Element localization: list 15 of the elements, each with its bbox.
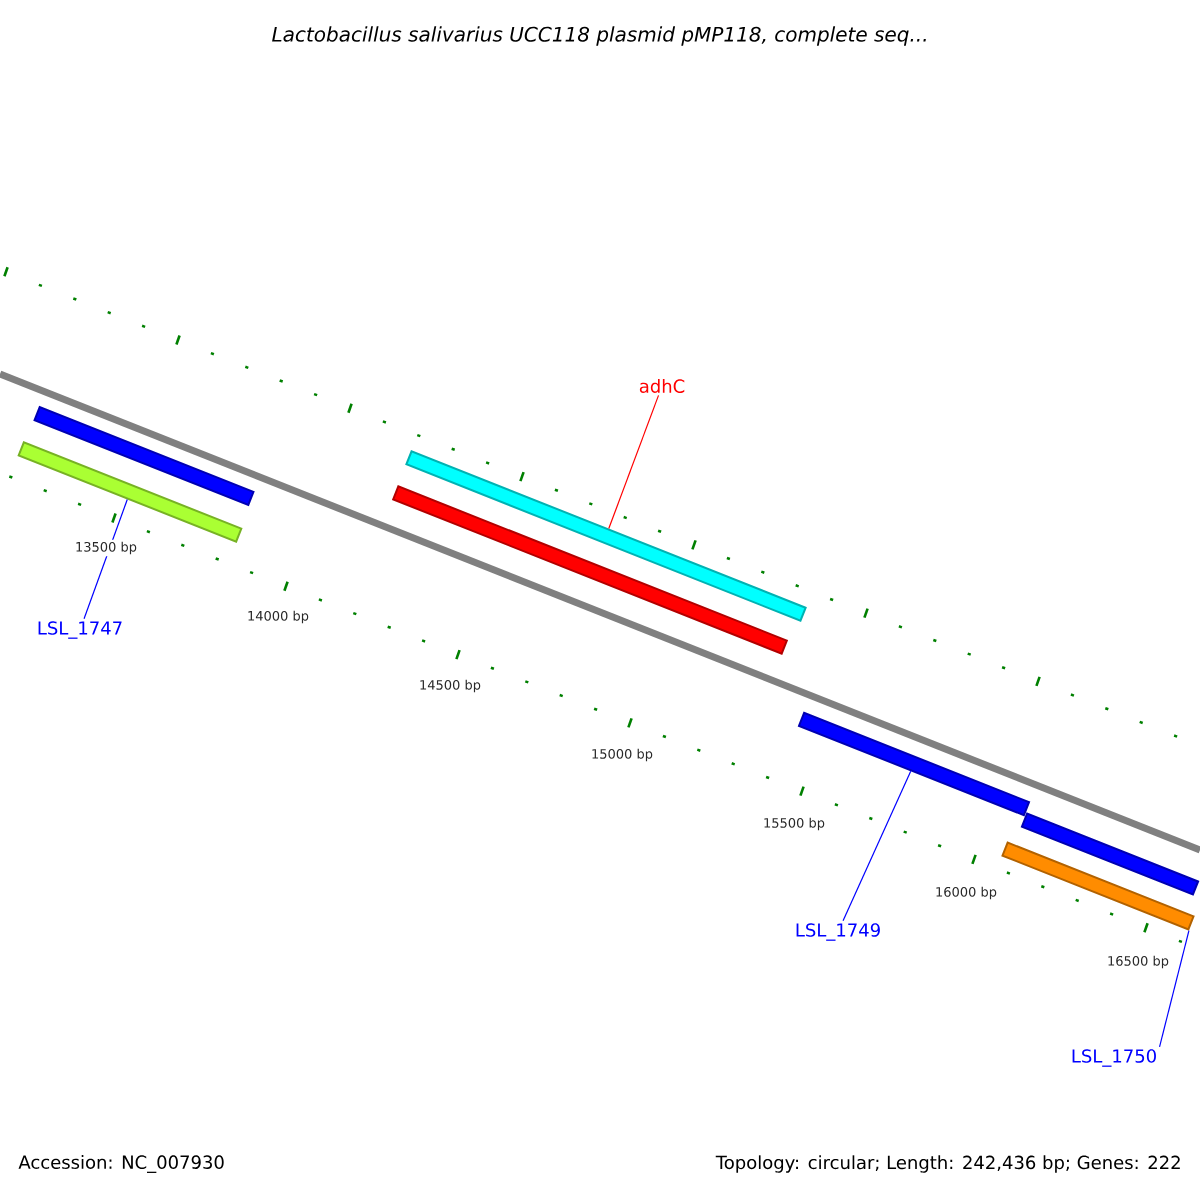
footer-text: Topology: circular; Length: 242,436 bp; Genes: 222 [715,1155,1180,1173]
gene-bar [17,441,243,543]
gene-bar [797,711,1031,817]
gene-label: LSL_1750 [1072,1049,1156,1067]
leader-line [842,770,912,922]
leader-line [83,498,128,620]
gene-label: LSL_1747 [38,621,122,639]
gene-label: adhC [639,379,685,393]
gene-bar [1001,841,1195,931]
leader-line [1158,930,1190,1048]
gene-label: LSL_1749 [796,923,880,941]
gene-bar [405,450,807,622]
footer-text: Accession: NC_007930 [18,1155,224,1173]
title: Lactobacillus salivarius UCC118 plasmid pMP118, complete seq... [272,26,926,46]
leader-line [608,394,660,530]
